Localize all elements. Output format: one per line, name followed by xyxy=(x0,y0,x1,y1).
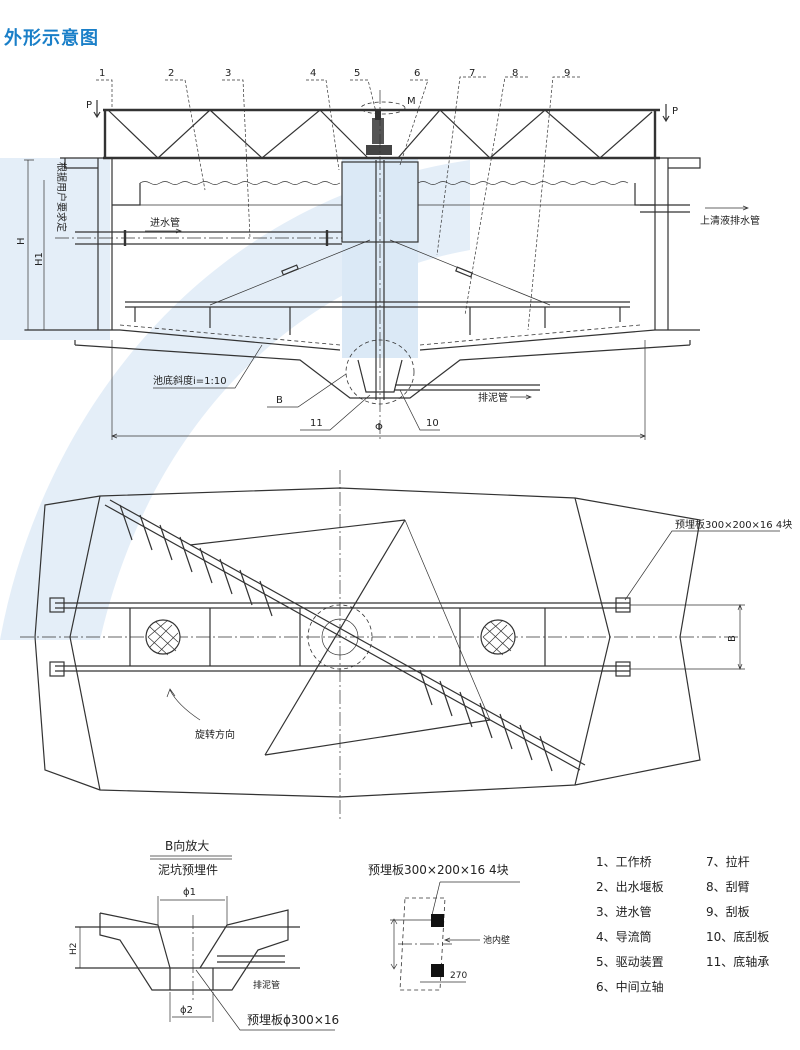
legend-item: 7、拉杆 xyxy=(706,854,750,869)
inlet-pipe-label: 进水管 xyxy=(150,216,180,229)
part-label: 5 xyxy=(354,68,360,79)
wall-detail-heading: 预埋板300×200×16 4块 xyxy=(368,863,509,877)
legend-item: 9、刮板 xyxy=(706,905,750,919)
legend-item: 6、中间立轴 xyxy=(596,979,664,994)
part-label: 1 xyxy=(99,68,105,79)
detail-heading: B向放大 xyxy=(165,838,209,853)
label-11: 11 xyxy=(310,418,323,429)
legend-item: 2、出水堰板 xyxy=(596,880,664,894)
height-h1-label: H1 xyxy=(34,252,45,266)
inner-wall-label: 池内壁 xyxy=(483,934,510,946)
legend-item: 8、刮臂 xyxy=(706,880,750,894)
label-10: 10 xyxy=(426,418,439,429)
detail-b-view: B向放大 泥坑预埋件 ϕ1 H2 排泥管 ϕ2 预埋板ϕ300×16 xyxy=(69,838,339,1031)
rotation-direction-label: 旋转方向 xyxy=(195,728,235,741)
h2-label: H2 xyxy=(69,943,79,956)
slope-label: 池底斜度i=1:10 xyxy=(153,374,227,387)
load-p-left: P xyxy=(86,100,92,111)
embedded-plate-icon xyxy=(431,964,444,977)
part-label: 7 xyxy=(469,68,475,79)
part-label: 2 xyxy=(168,68,174,79)
detail-subheading: 泥坑预埋件 xyxy=(158,862,218,877)
legend-item: 11、底轴承 xyxy=(706,954,769,969)
part-label: 6 xyxy=(414,68,420,79)
detail-sludge-pipe-label: 排泥管 xyxy=(253,979,280,991)
legend-item: 5、驱动装置 xyxy=(596,955,664,969)
load-p-right: P xyxy=(672,106,678,117)
phi2-label: ϕ2 xyxy=(180,1005,193,1016)
legend-item: 1、工作桥 xyxy=(596,855,652,869)
embedded-plate-label: 预埋板300×200×16 4块 xyxy=(675,518,792,531)
drive-unit-icon xyxy=(366,110,392,155)
work-bridge-truss: P P M xyxy=(86,96,678,160)
detail-b-label: B xyxy=(276,395,283,406)
dim-270-label: 270 xyxy=(450,971,467,981)
legend-item: 4、导流筒 xyxy=(596,929,652,944)
parts-legend: 1、工作桥 2、出水堰板 3、进水管 4、导流筒 5、驱动装置 6、中间立轴 7… xyxy=(596,854,769,994)
part-labels: 1 2 3 4 5 6 7 8 9 xyxy=(96,68,580,331)
hatched-manhole-icon xyxy=(480,619,516,656)
round-plate-label: 预埋板ϕ300×16 xyxy=(247,1013,339,1027)
dim-b-label: B xyxy=(727,635,738,642)
moment-label: M xyxy=(407,96,416,107)
phi1-label: ϕ1 xyxy=(183,887,196,898)
part-label: 3 xyxy=(225,68,231,79)
part-label: 8 xyxy=(512,68,518,79)
tank-structure: 进水管 根据用户要求定 H H1 上清液排水管 池底斜度i=1:10 xyxy=(16,90,760,440)
sludge-pipe-label: 排泥管 xyxy=(478,391,508,404)
elevation-view: 1 2 3 4 5 6 7 8 9 P P M xyxy=(16,68,760,440)
embedded-plate-icon xyxy=(431,914,444,927)
supernatant-outlet-label: 上清液排水管 xyxy=(700,214,760,227)
part-label: 9 xyxy=(564,68,570,79)
user-defined-label: 根据用户要求定 xyxy=(55,162,68,232)
diameter-label: Φ xyxy=(375,422,383,433)
legend-item: 10、底刮板 xyxy=(706,929,769,944)
height-h-label: H xyxy=(16,237,27,245)
wall-detail-view: 预埋板300×200×16 4块 池内壁 270 xyxy=(368,863,520,991)
legend-item: 3、进水管 xyxy=(596,904,652,919)
scraper-blades xyxy=(119,504,553,772)
page-title: 外形示意图 xyxy=(4,28,99,49)
hatched-manhole-icon xyxy=(145,619,181,656)
watermark-shape xyxy=(0,158,470,640)
plan-view: 预埋板300×200×16 4块 B 旋转方向 xyxy=(20,470,792,820)
part-label: 4 xyxy=(310,68,316,79)
